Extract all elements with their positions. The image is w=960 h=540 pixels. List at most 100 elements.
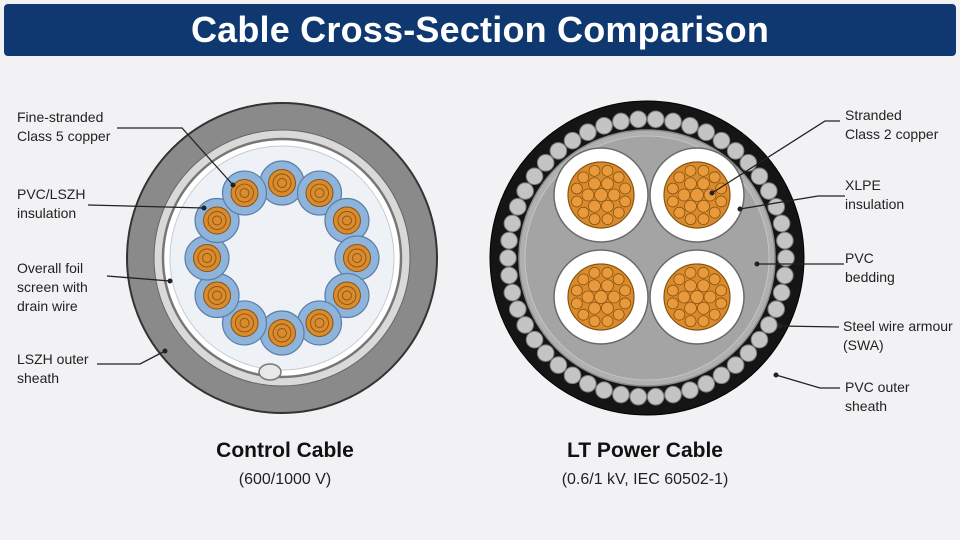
armour-wire	[726, 356, 745, 374]
armour-wire	[525, 330, 544, 349]
armour-wire	[503, 214, 522, 233]
control-core	[221, 170, 268, 216]
armour-wire	[739, 344, 758, 362]
control-core	[194, 197, 240, 244]
leader-lines	[87, 120, 845, 389]
leader-power-copper	[711, 120, 840, 194]
label-power-copper: Stranded Class 2 copper	[845, 107, 939, 142]
steel-wire-armour	[499, 110, 795, 406]
armour-wire	[712, 131, 731, 150]
drain-wire	[258, 363, 282, 381]
armour-wire	[681, 117, 699, 135]
label-control-sheath: LSZH outer sheath	[17, 351, 92, 386]
armour-wire	[503, 283, 522, 302]
armour-wire	[579, 374, 597, 393]
armour-wire	[664, 385, 682, 404]
power-cores	[553, 147, 745, 345]
power-cable-cross-section	[489, 100, 805, 416]
armour-wire	[750, 330, 769, 349]
armour-wire	[499, 249, 517, 267]
armour-wire	[750, 167, 769, 186]
armour-wire	[777, 249, 795, 267]
armour-wire	[595, 117, 613, 135]
armour-wire	[525, 167, 544, 186]
armour-wire	[712, 366, 731, 385]
armour-wire	[563, 131, 582, 150]
armour-wire	[776, 231, 794, 250]
armour-wire	[516, 316, 534, 334]
power-cable-rating: (0.6/1 kV, IEC 60502-1)	[562, 471, 729, 488]
armour-wire	[612, 385, 630, 404]
armour-wire	[767, 300, 786, 318]
leader-control-copper	[117, 127, 234, 186]
title-bar: Cable Cross-Section Comparison	[4, 4, 956, 56]
armour-wire	[760, 182, 778, 200]
control-core	[184, 235, 230, 281]
armour-wire	[536, 154, 555, 172]
leader-power-armour	[779, 325, 840, 328]
power-cable-title: LT Power Cable	[567, 439, 723, 462]
label-power-bedding: PVC bedding	[845, 250, 895, 285]
leader-power-sheath	[775, 374, 840, 389]
leader-dots	[162, 182, 783, 378]
power-core	[553, 249, 649, 345]
control-labels: Fine-stranded Class 5 copper PVC/LSZH in…	[17, 109, 111, 386]
control-cable-cross-section	[126, 102, 438, 414]
armour-wire	[760, 316, 778, 334]
armour-wire	[646, 110, 665, 129]
power-core	[553, 147, 649, 243]
armour-wire	[767, 198, 786, 216]
armour-wire	[646, 387, 665, 406]
power-labels: Stranded Class 2 copper XLPE insulation …	[843, 107, 957, 414]
armour-wire	[500, 231, 518, 250]
control-core	[324, 197, 370, 244]
control-core	[296, 300, 343, 346]
power-core	[649, 249, 745, 345]
control-cores	[184, 160, 380, 356]
control-core	[259, 160, 305, 206]
leader-control-foil	[106, 275, 171, 282]
armour-wire	[516, 182, 534, 200]
label-control-foil: Overall foil screen with drain wire	[17, 260, 92, 314]
page-title: Cable Cross-Section Comparison	[190, 9, 770, 50]
armour-wire	[772, 283, 791, 302]
armour-wire	[500, 266, 518, 285]
armour-wire	[579, 123, 597, 142]
label-control-copper: Fine-stranded Class 5 copper	[17, 109, 111, 144]
label-power-armour: Steel wire armour (SWA)	[843, 318, 957, 353]
control-core	[194, 272, 240, 319]
control-core	[324, 272, 370, 319]
leader-control-insulation	[87, 204, 205, 209]
leader-control-sheath	[97, 350, 166, 365]
armour-wire	[664, 112, 682, 131]
armour-wire	[726, 142, 745, 160]
control-core	[221, 300, 268, 346]
armour-wire	[697, 374, 715, 393]
armour-wire	[772, 214, 791, 233]
armour-wire	[739, 154, 758, 172]
armour-wire	[508, 300, 527, 318]
control-core	[334, 235, 380, 281]
control-core	[296, 170, 343, 216]
armour-wire	[697, 123, 715, 142]
armour-wire	[612, 112, 630, 131]
armour-wire	[536, 344, 555, 362]
label-power-sheath: PVC outer sheath	[845, 379, 913, 414]
control-cable-rating: (600/1000 V)	[239, 471, 332, 488]
armour-wire	[629, 387, 648, 406]
armour-wire	[595, 381, 613, 399]
control-cable-title: Control Cable	[216, 439, 354, 462]
leader-power-xlpe	[739, 195, 845, 210]
label-control-insulation: PVC/LSZH insulation	[17, 186, 89, 221]
label-power-xlpe: XLPE insulation	[845, 177, 904, 212]
armour-wire	[629, 110, 648, 129]
armour-wire	[508, 198, 527, 216]
power-core	[649, 147, 745, 243]
armour-wire	[776, 266, 794, 285]
armour-wire	[549, 356, 568, 374]
armour-wire	[549, 142, 568, 160]
control-core	[259, 310, 305, 356]
armour-wire	[681, 381, 699, 399]
armour-wire	[563, 366, 582, 385]
